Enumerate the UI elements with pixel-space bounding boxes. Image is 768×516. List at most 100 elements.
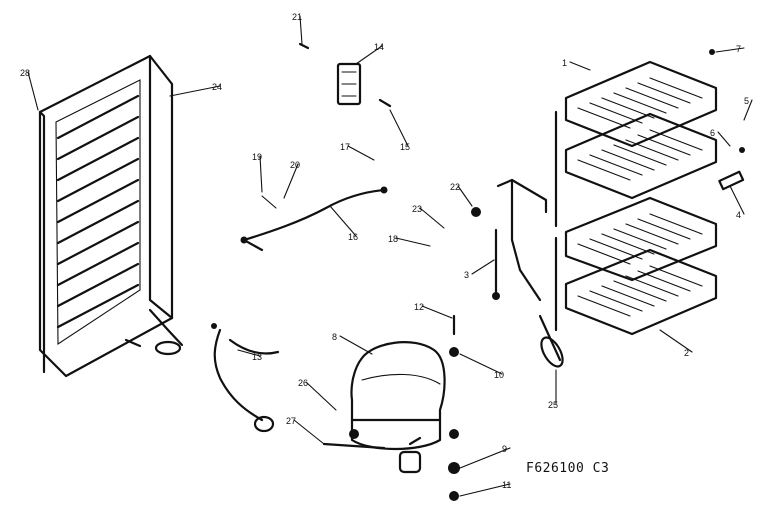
shelf-rod [589,154,643,176]
callout-leader-7 [715,47,745,53]
shelf-rod [649,129,703,151]
callout-27: 27 [286,416,296,426]
shelf-clip [709,49,745,191]
coil-line [56,136,140,182]
callout-7: 7 [736,44,741,54]
callout-leader-16 [329,205,357,237]
callout-28: 28 [20,68,30,78]
callout-25: 25 [548,400,558,410]
shelf-rod [637,134,691,156]
callout-16: 16 [348,232,358,242]
coil-line [56,115,140,161]
shelf-rod [637,82,691,104]
callout-15: 15 [400,142,410,152]
callout-leader-14 [355,45,383,65]
callout-labels: 1234567891011121314151617181920212223242… [20,12,749,490]
callout-leader-22 [457,185,473,207]
callout-12: 12 [414,302,424,312]
callout-3: 3 [464,270,469,280]
shelf-rod [637,218,691,240]
callout-20: 20 [290,160,300,170]
callout-21: 21 [292,12,302,22]
shelf-rod [589,102,643,124]
callout-leader-19 [259,155,263,193]
callout-2: 2 [684,348,689,358]
coil-line [56,157,140,203]
shelf-rod [649,265,703,287]
wire-shelf-upper [554,60,718,228]
callout-13: 13 [252,352,262,362]
callout-leader-18 [395,237,431,247]
callout-leader-28 [27,71,39,111]
coil-line [56,283,140,329]
callout-6: 6 [710,128,715,138]
coil-line [56,199,140,245]
callout-24: 24 [212,82,222,92]
callout-1: 1 [562,58,567,68]
callout-leader-21 [299,15,303,45]
shelf-rod [601,149,655,171]
callout-leader-5 [743,99,753,121]
wire-harness [240,186,388,252]
shelf-rod [589,238,643,260]
coil-line [56,94,140,140]
shelf-rod [589,290,643,312]
callout-leader-17 [347,145,375,161]
shelf-rod [601,97,655,119]
shelf-rod [613,280,667,302]
callout-leader-26 [305,381,337,411]
shelf-rod [625,139,679,161]
callout-4: 4 [736,210,741,220]
callout-leader-3 [471,259,495,275]
callout-10: 10 [494,370,504,380]
coil-line [56,241,140,287]
shelf-rod [613,144,667,166]
callout-leader-1 [569,61,591,71]
shelf-rod [577,107,631,129]
callout-5: 5 [744,96,749,106]
callout-leader-4 [729,185,745,215]
shelf-rod [625,275,679,297]
shelf-rod [613,92,667,114]
callout-leader-13 [237,349,261,357]
callout-leader-15 [389,109,409,147]
callout-leader-6 [717,131,731,147]
shelf-rod [637,270,691,292]
callout-9: 9 [502,444,507,454]
power-cord [211,323,280,433]
shelf-rod [613,228,667,250]
callout-leader-12 [421,305,453,319]
drain-tube [471,178,564,368]
compressor [322,314,460,501]
evaporator-panel [38,54,184,378]
callout-18: 18 [388,234,398,244]
shelf-rod [601,233,655,255]
callout-19: 19 [252,152,262,162]
drawing-code: F626100 C3 [526,461,609,476]
callout-leader-11 [459,483,511,497]
shelf-rod [577,243,631,265]
wire-shelf-lower [554,196,718,336]
shelf-rod [649,77,703,99]
shelf-rod [625,87,679,109]
shelf-rod [601,285,655,307]
callout-26: 26 [298,378,308,388]
shelf-rod [625,223,679,245]
shelf-rod [577,159,631,181]
shelf-rod [577,295,631,317]
coil-line [56,220,140,266]
callout-leader-24 [169,85,221,97]
callout-14: 14 [374,42,384,52]
callout-leader-27 [293,419,325,445]
callout-leader-9 [459,447,511,469]
callout-leader-10 [459,353,503,375]
callout-11: 11 [502,480,511,490]
heater-bracket [298,42,392,108]
coil-line [56,178,140,224]
callout-leader-2 [659,329,693,353]
leader-lines [27,15,753,497]
callout-leader-8 [339,335,373,355]
callout-17: 17 [340,142,350,152]
coil-line [56,262,140,308]
